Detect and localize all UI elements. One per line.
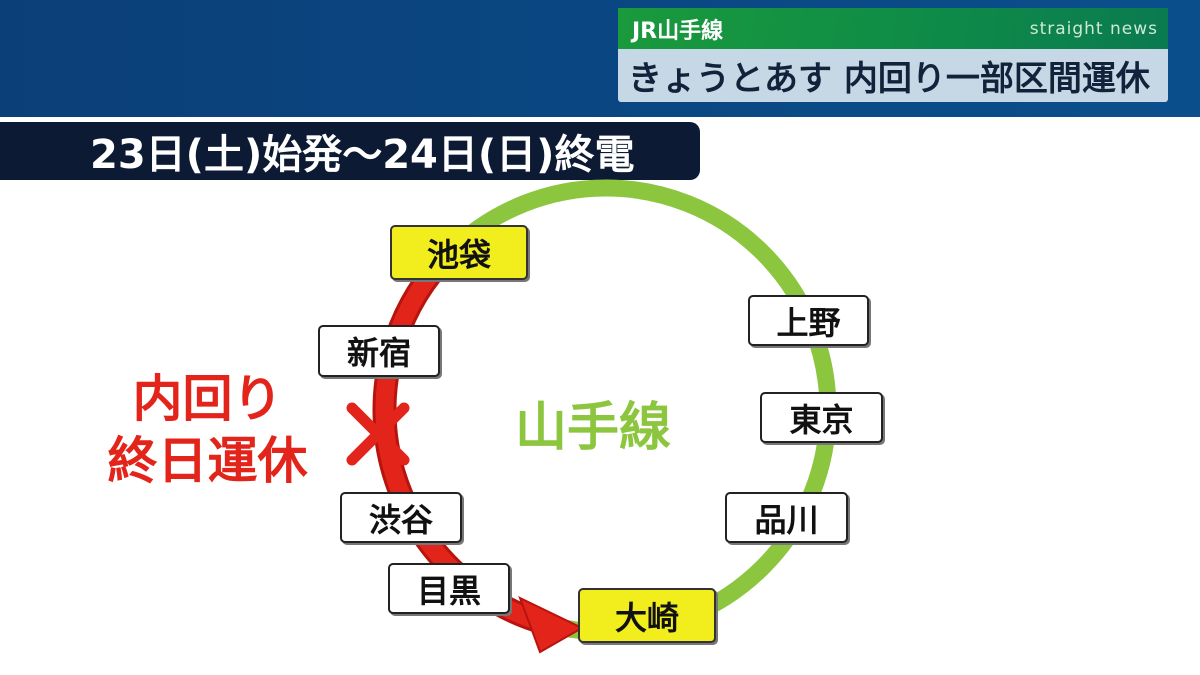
line-name: 山手線 [515,398,672,458]
station-shibuya: 渋谷 [340,492,462,543]
header-band: JR山手線 straight news きょうとあす 内回り一部区間運休 [0,0,1200,117]
headline: きょうとあす 内回り一部区間運休 [618,49,1168,102]
station-osaki: 大崎 [578,588,716,643]
suspension-label: 内回り 終日運休 [95,368,320,492]
station-shinagawa: 品川 [725,492,848,543]
station-meguro: 目黒 [388,563,510,614]
direction-arrow-icon [518,596,585,654]
brand-logo: straight news [1029,18,1158,39]
station-ueno: 上野 [748,295,869,346]
cross-icon [346,402,410,466]
station-tokyo: 東京 [760,392,883,443]
suspension-label-line2: 終日運休 [107,432,308,490]
date-banner: 23日(土)始発～24日(日)終電 [0,122,700,180]
category-label: JR山手線 [632,18,724,44]
station-shinjuku: 新宿 [318,325,440,377]
lower-third: JR山手線 straight news きょうとあす 内回り一部区間運休 [618,8,1168,104]
suspension-label-line1: 内回り [132,370,283,428]
station-ikebukuro: 池袋 [390,225,528,280]
